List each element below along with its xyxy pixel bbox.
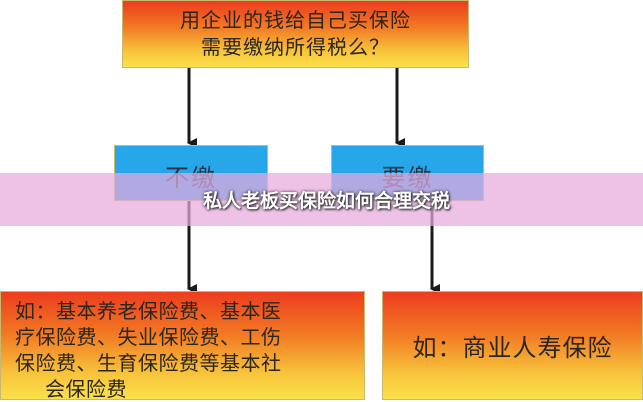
question-line-2: 需要缴纳所得税么？ [201,35,390,59]
outcome-left-line: 会保险费 [45,377,127,401]
outcome-box-right: 如：商业人寿保险 [382,291,643,400]
outcome-left-line: 疗保险费、失业保险费、工伤 [15,325,282,349]
outcome-box-left: 如：基本养老保险费、基本医 疗保险费、失业保险费、工伤 保险费、生育保险费等基本… [0,291,365,401]
question-box: 用企业的钱给自己买保险 需要缴纳所得税么？ [122,0,469,68]
title-banner [0,173,643,226]
banner-title: 私人老板买保险如何合理交税 [202,190,450,212]
question-line-1: 用企业的钱给自己买保险 [180,8,411,32]
outcome-right-text: 如：商业人寿保险 [412,334,613,362]
outcome-left-line: 如：基本养老保险费、基本医 [15,299,282,323]
outcome-left-line: 保险费、生育保险费等基本社 [15,351,282,375]
